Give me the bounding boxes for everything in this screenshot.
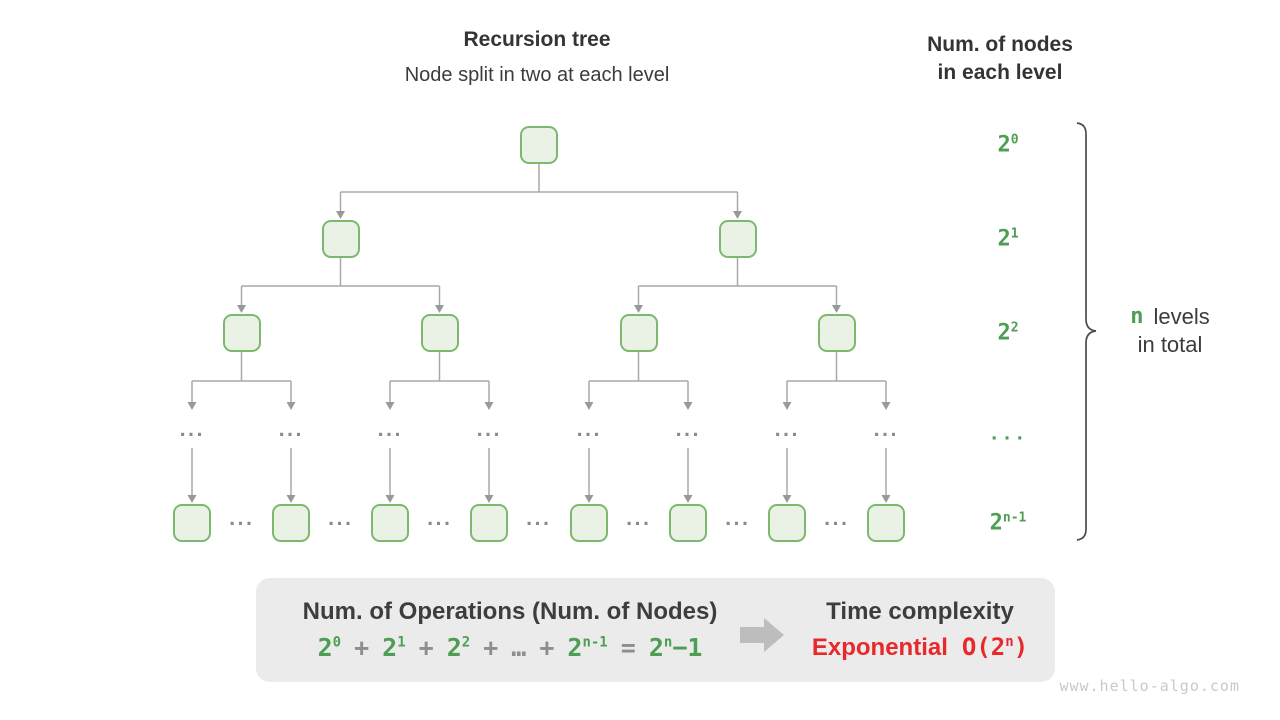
tree-node-bottom-2 [272, 504, 310, 542]
formula-operator: + [483, 633, 499, 662]
formula-operator: … [511, 633, 527, 662]
operations-block: Num. of Operations (Num. of Nodes) 20 +21… [260, 578, 760, 682]
complexity-result: Exponential O(2n) [812, 633, 1028, 662]
right-panel-heading-line1: Num. of nodes [927, 33, 1073, 56]
watermark: www.hello-algo.com [1059, 677, 1240, 695]
tree-ellipsis-between-5: ... [625, 510, 652, 530]
tree-ellipsis-level-1: ... [179, 421, 205, 441]
formula-term: 21 [382, 633, 406, 662]
arrow-right-icon [740, 618, 784, 652]
complexity-heading: Time complexity [826, 598, 1014, 625]
level-label-3: 22 [997, 320, 1019, 346]
level-label-2: 21 [997, 226, 1019, 252]
level-label-1: 20 [997, 132, 1019, 158]
formula-operator: + [539, 633, 555, 662]
formula-operator: = [620, 633, 636, 662]
tree-node-l3-2 [420, 314, 459, 352]
tree-node-bottom-3 [371, 504, 409, 542]
operations-heading: Num. of Operations (Num. of Nodes) [302, 598, 718, 625]
tree-ellipsis-between-4: ... [525, 510, 552, 530]
tree-ellipsis-level-2: ... [278, 421, 304, 441]
formula-term: 20 [317, 633, 342, 662]
figure-title: Recursion tree [463, 28, 611, 51]
levels-note-line2: in total [1137, 332, 1203, 357]
tree-node-l3-4 [817, 314, 856, 352]
level-label-4: ... [988, 423, 1028, 445]
levels-note-levels: levels [1153, 304, 1210, 329]
figure-subtitle: Node split in two at each level [404, 64, 670, 86]
tree-ellipsis-between-7: ... [823, 510, 850, 530]
tree-ellipsis-level-6: ... [675, 421, 701, 441]
tree-node-l2-2 [718, 220, 757, 258]
tree-ellipsis-level-5: ... [576, 421, 602, 441]
operations-formula: 20 +21 +22 + … +2n-1 = 2n−1 [318, 633, 703, 662]
tree-ellipsis-level-3: ... [377, 421, 403, 441]
formula-operator: + [418, 633, 434, 662]
tree-ellipsis-between-1: ... [228, 510, 255, 530]
summary-box: Num. of Operations (Num. of Nodes) 20 +21… [256, 578, 1055, 682]
complexity-notation: O(2n) [961, 633, 1029, 661]
tree-ellipsis-between-2: ... [327, 510, 354, 530]
tree-node-l3-1 [222, 314, 261, 352]
formula-term: 2n-1 [567, 633, 608, 662]
tree-node-bottom-7 [768, 504, 806, 542]
tree-ellipsis-between-3: ... [426, 510, 453, 530]
tree-ellipsis-level-7: ... [774, 421, 800, 441]
levels-note: n levels in total [1108, 303, 1232, 359]
tree-ellipsis-level-4: ... [476, 421, 502, 441]
tree-node-l3-3 [619, 314, 658, 352]
formula-operator: + [354, 633, 370, 662]
complexity-block: Time complexity Exponential O(2n) [790, 578, 1050, 682]
right-panel-heading: Num. of nodes in each level [890, 31, 1110, 87]
right-panel-heading-line2: in each level [937, 61, 1063, 84]
tree-node-bottom-8 [867, 504, 905, 542]
tree-node-bottom-5 [570, 504, 608, 542]
tree-node-bottom-6 [669, 504, 707, 542]
tree-node-l2-1 [321, 220, 360, 258]
complexity-class: Exponential [811, 634, 948, 661]
level-label-5: 2n-1 [989, 510, 1027, 536]
tree-node-l1-1 [520, 126, 558, 164]
tree-ellipsis-level-8: ... [873, 421, 899, 441]
tree-ellipsis-between-6: ... [724, 510, 751, 530]
levels-note-n: n [1130, 304, 1144, 329]
formula-term: 2n−1 [648, 633, 703, 662]
tree-node-bottom-4 [470, 504, 508, 542]
formula-term: 22 [446, 633, 471, 662]
tree-node-bottom-1 [173, 504, 211, 542]
